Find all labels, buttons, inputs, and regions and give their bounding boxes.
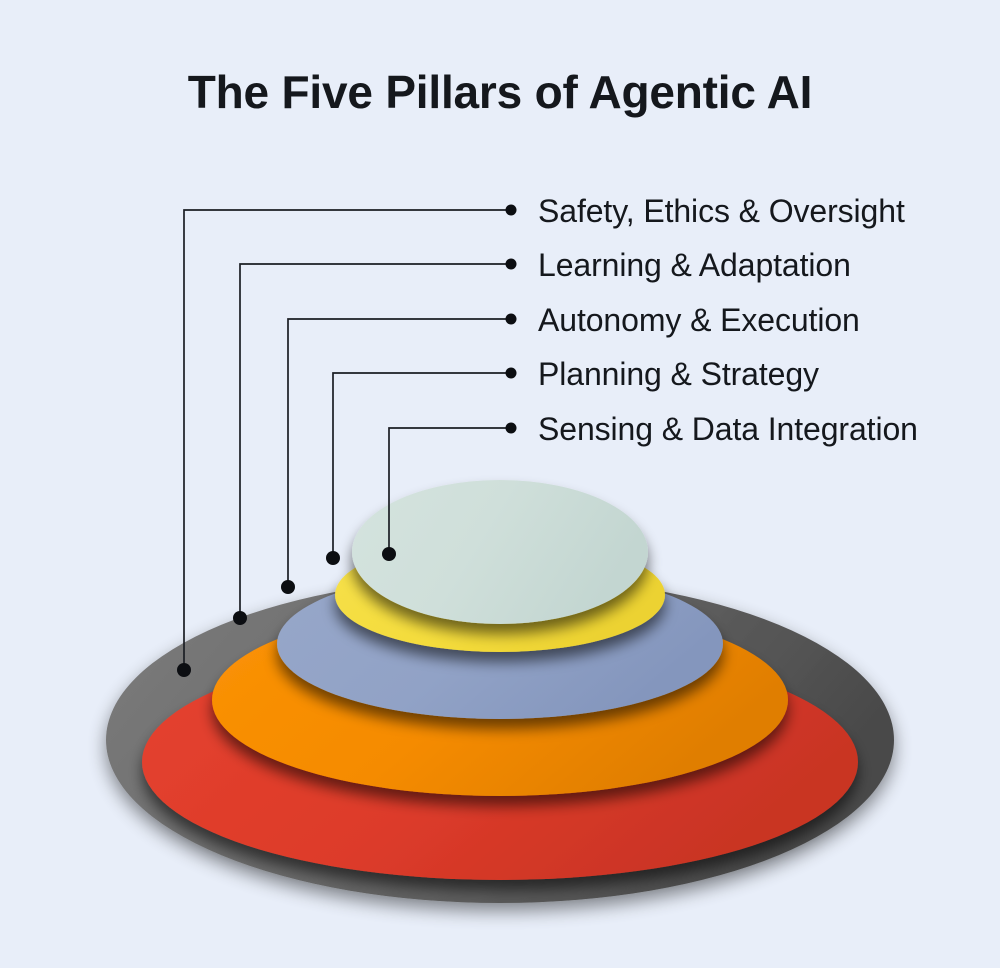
leader-endpoint-dots bbox=[177, 204, 517, 677]
label-dot-learning-adaptation bbox=[505, 258, 517, 270]
target-dot-safety-ethics-oversight bbox=[177, 663, 191, 677]
pillar-label-planning-strategy[interactable]: Planning & Strategy bbox=[538, 356, 819, 392]
leader-line-learning-adaptation bbox=[239, 263, 511, 618]
page-title: The Five Pillars of Agentic AI bbox=[188, 66, 813, 118]
pillar-label-autonomy-execution[interactable]: Autonomy & Execution bbox=[538, 302, 860, 338]
label-dot-autonomy-execution bbox=[505, 313, 517, 325]
leader-line-autonomy-execution bbox=[287, 318, 511, 587]
pillar-disc-sensing-data-integration[interactable] bbox=[352, 480, 648, 624]
label-dot-sensing-data-integration bbox=[505, 422, 517, 434]
pillar-stack-diagram bbox=[106, 480, 894, 903]
pillar-label-safety-ethics-oversight[interactable]: Safety, Ethics & Oversight bbox=[538, 193, 905, 229]
pillar-labels: Safety, Ethics & Oversight Learning & Ad… bbox=[538, 193, 918, 447]
label-dot-safety-ethics-oversight bbox=[505, 204, 517, 216]
leader-lines bbox=[183, 209, 511, 670]
pillar-label-sensing-data-integration[interactable]: Sensing & Data Integration bbox=[538, 411, 918, 447]
pillar-label-learning-adaptation[interactable]: Learning & Adaptation bbox=[538, 247, 851, 283]
target-dot-autonomy-execution bbox=[281, 580, 295, 594]
label-dot-planning-strategy bbox=[505, 367, 517, 379]
leader-line-planning-strategy bbox=[332, 372, 511, 558]
target-dot-learning-adaptation bbox=[233, 611, 247, 625]
leader-line-sensing-data-integration bbox=[388, 427, 511, 554]
target-dot-planning-strategy bbox=[326, 551, 340, 565]
leader-line-safety-ethics-oversight bbox=[183, 209, 511, 670]
target-dot-sensing-data-integration bbox=[382, 547, 396, 561]
